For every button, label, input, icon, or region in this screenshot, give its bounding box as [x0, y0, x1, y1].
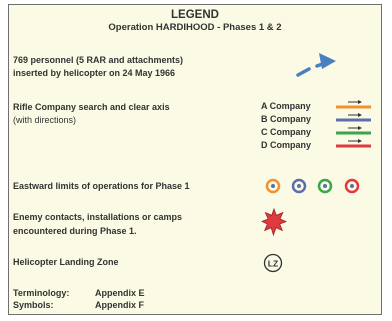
- lz-text: Helicopter Landing Zone: [13, 257, 119, 267]
- insertion-text-line2: inserted by helicopter on 24 May 1966: [13, 68, 176, 78]
- search-axis-text-line1: Rifle Company search and clear axis: [13, 102, 170, 112]
- limit-marker-a-icon: [265, 178, 281, 194]
- insertion-text-line1: 769 personnel (5 RAR and attachments): [13, 55, 184, 65]
- helicopter-insertion-arrow-icon: [296, 53, 336, 77]
- limit-marker-d-icon: [344, 178, 360, 194]
- enemy-contacts-text-line1: Enemy contacts, installations or camps: [13, 212, 183, 222]
- arrow-dash-1: [296, 67, 311, 77]
- company-b-label: B Company: [261, 114, 312, 124]
- legend-subtitle: Operation HARDIHOOD - Phases 1 & 2: [108, 22, 282, 33]
- enemy-contact-star-icon: [260, 207, 288, 237]
- legend-title: LEGEND: [171, 9, 219, 21]
- landing-zone-icon: LZ: [263, 253, 283, 273]
- company-b-axis-line: [336, 113, 371, 122]
- terminology-value: Appendix E: [95, 288, 145, 298]
- company-d-axis-line: [336, 139, 371, 148]
- company-c-axis-line: [336, 126, 371, 135]
- company-c-label: C Company: [261, 127, 312, 137]
- company-a-label: A Company: [261, 101, 311, 111]
- eastward-limit-markers: [265, 178, 360, 194]
- terminology-label: Terminology:: [13, 288, 70, 298]
- search-axis-text-line2: (with directions): [13, 115, 77, 125]
- limit-marker-b-icon: [291, 178, 307, 194]
- company-a-axis-line: [336, 100, 371, 109]
- company-axis-lines: [336, 100, 371, 148]
- legend-panel: LEGEND Operation HARDIHOOD - Phases 1 & …: [8, 4, 382, 315]
- symbols-value: Appendix F: [95, 300, 144, 310]
- enemy-contacts-text-line2: encountered during Phase 1.: [13, 226, 137, 236]
- company-d-label: D Company: [261, 140, 312, 150]
- eastward-limits-text: Eastward limits of operations for Phase …: [13, 181, 190, 191]
- lz-symbol-text: LZ: [268, 258, 278, 268]
- arrowhead: [319, 53, 336, 69]
- symbols-label: Symbols:: [13, 300, 54, 310]
- limit-marker-c-icon: [317, 178, 333, 194]
